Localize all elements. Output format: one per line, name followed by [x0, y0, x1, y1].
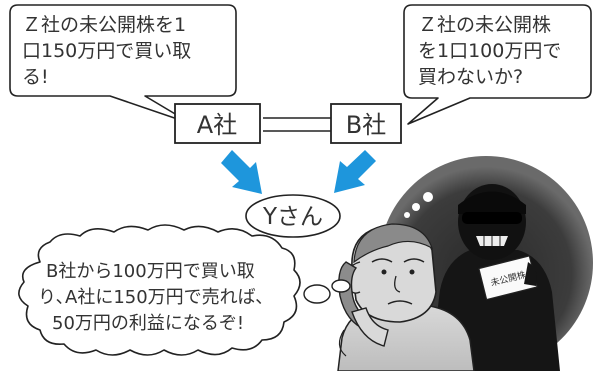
company-b-label: B社 — [346, 111, 386, 139]
company-link-lines — [263, 117, 331, 132]
company-b-box: B社 — [330, 103, 402, 144]
thought-dot — [404, 212, 410, 218]
thought-dot — [412, 203, 420, 211]
thought-line-1: B社から100万円で買い取 — [46, 261, 255, 282]
thought-cloud: B社から100万円で買い取 り､A社に150万円で売れば､ 50万円の利益になる… — [18, 224, 351, 356]
bubble-right-line-2: を1口100万円で — [418, 40, 561, 62]
bubble-left-line-1: Ｚ社の未公開株を1 — [22, 14, 186, 36]
thought-line-3: 50万円の利益になるぞ! — [52, 313, 244, 334]
thought-dot — [423, 192, 433, 202]
person-label-oval: Yさん — [245, 194, 341, 238]
illustration-phone-scam: 未公開株 — [337, 156, 593, 371]
arrow-left-down-icon — [221, 150, 262, 194]
company-a-box: A社 — [174, 103, 261, 144]
worried-man — [337, 223, 475, 371]
document-card: 未公開株 — [478, 255, 538, 301]
arrow-right-down-icon — [334, 150, 376, 193]
speech-bubble-right: Ｚ社の未公開株 を1口100万円で 買わないか? — [403, 4, 592, 125]
thought-bubble-smallest — [331, 279, 351, 293]
company-a-label: A社 — [197, 111, 237, 139]
thought-bubble-small — [303, 284, 331, 304]
bubble-right-line-1: Ｚ社の未公開株 — [418, 14, 551, 36]
person-label: Yさん — [262, 204, 323, 230]
bubble-left-line-2: 口150万円で買い取 — [22, 40, 191, 62]
bubble-left-line-3: る! — [22, 66, 49, 88]
bubble-right-line-3: 買わないか? — [418, 66, 523, 88]
speech-bubble-left: Ｚ社の未公開株を1 口150万円で買い取 る! — [9, 4, 237, 125]
thought-line-2: り､A社に150万円で売れば､ — [38, 287, 265, 308]
